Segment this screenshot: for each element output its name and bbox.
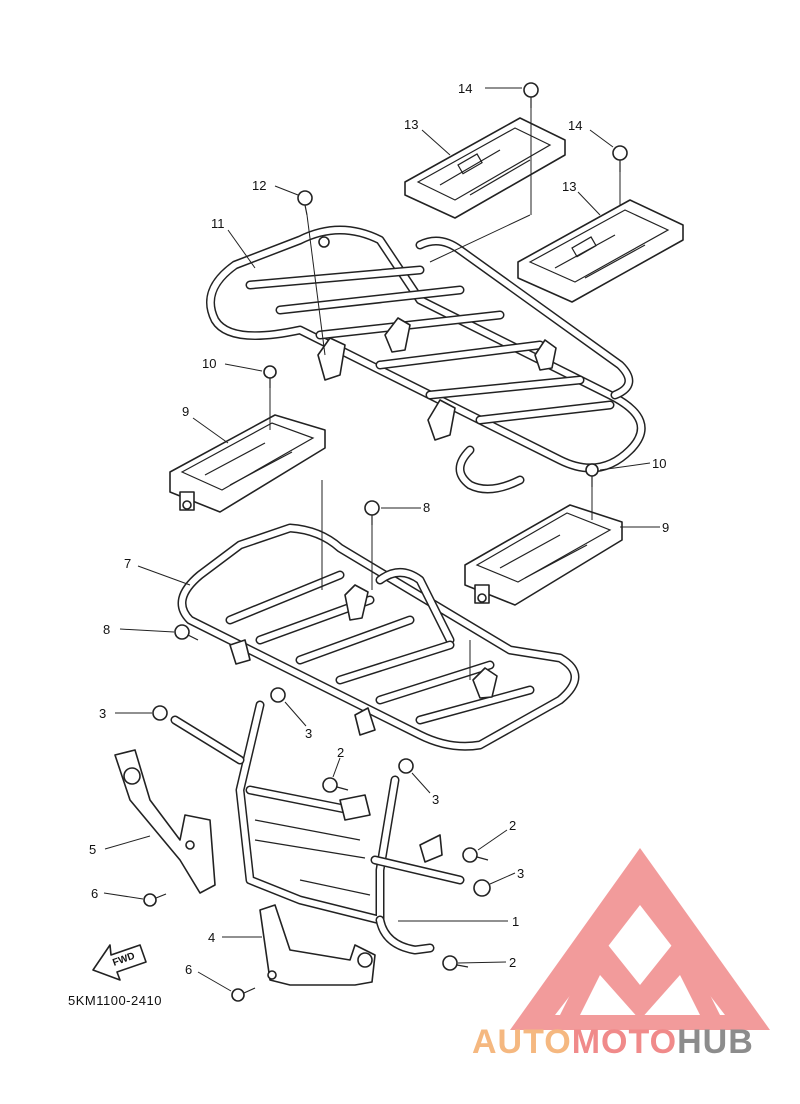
callout-3-left: 3 [99, 706, 106, 721]
main-frame-1 [170, 700, 465, 955]
callout-10-left: 10 [202, 356, 216, 371]
watermark-m-shape [560, 935, 720, 1020]
callout-4: 4 [208, 930, 215, 945]
callout-6-bottom: 6 [185, 962, 192, 977]
callout-12: 12 [252, 178, 266, 193]
callout-9-right: 9 [662, 520, 669, 535]
callout-14-right: 14 [568, 118, 582, 133]
callout-11: 11 [211, 216, 225, 231]
brand-part-moto: MOTO [572, 1023, 677, 1061]
callout-2-right: 2 [509, 818, 516, 833]
watermark-logo [510, 848, 770, 1030]
cap-3-right [473, 879, 491, 897]
bracket-5 [114, 749, 216, 894]
bolt-2-mid [322, 777, 349, 793]
rear-pad-13-left [404, 117, 566, 219]
screw-10-left [263, 365, 277, 388]
bolt-2-bottom [442, 955, 469, 971]
bolt-8-left [174, 624, 199, 641]
callout-9-left: 9 [182, 404, 189, 419]
callout-3-upper: 3 [432, 792, 439, 807]
watermark-triangle-inner [555, 905, 725, 1015]
assembly-lines [269, 108, 621, 680]
callout-13-top: 13 [404, 117, 418, 132]
callout-2-mid: 2 [337, 745, 344, 760]
callout-10-right: 10 [652, 456, 666, 471]
bracket-4 [259, 904, 376, 986]
callout-14-top: 14 [458, 81, 472, 96]
callout-2-bottom: 2 [509, 955, 516, 970]
svg-text:AUTOMOTOHUB: AUTOMOTOHUB [472, 1023, 754, 1061]
rear-carrier-11 [206, 225, 646, 494]
callout-5: 5 [89, 842, 96, 857]
callout-labels: 14 13 14 13 12 11 10 9 10 8 9 7 8 3 3 2 … [89, 81, 669, 977]
cap-3-upper [398, 758, 414, 774]
screw-6-bottom [231, 987, 256, 1002]
callout-8-left: 8 [103, 622, 110, 637]
brand-part-auto: AUTO [472, 1023, 572, 1061]
callout-6-left: 6 [91, 886, 98, 901]
brand-part-hub: HUB [677, 1023, 754, 1061]
drawing-code: 5KM1100-2410 [68, 993, 162, 1008]
callout-leaders [103, 87, 660, 992]
callout-8-top: 8 [423, 500, 430, 515]
callout-1: 1 [512, 914, 519, 929]
callout-3-mid: 3 [305, 726, 312, 741]
callout-3-right: 3 [517, 866, 524, 881]
callout-13-right: 13 [562, 179, 576, 194]
front-pad-9-left [169, 414, 326, 513]
screw-6-left [143, 893, 167, 907]
screw-10-right [585, 463, 599, 487]
bolt-12 [297, 190, 313, 216]
bolt-14-right [612, 145, 628, 172]
fwd-arrow-icon: FWD [92, 944, 147, 981]
callout-7: 7 [124, 556, 131, 571]
watermark-brand: AUTOMOTOHUB [472, 1023, 754, 1061]
rear-pad-13-right [517, 199, 684, 303]
cap-3-mid [270, 687, 286, 703]
cap-3-left [152, 705, 168, 721]
front-pad-9-right [464, 504, 623, 606]
bolt-2-right [462, 847, 489, 863]
bolt-8-top [364, 500, 380, 525]
bolt-14-top [523, 82, 539, 108]
